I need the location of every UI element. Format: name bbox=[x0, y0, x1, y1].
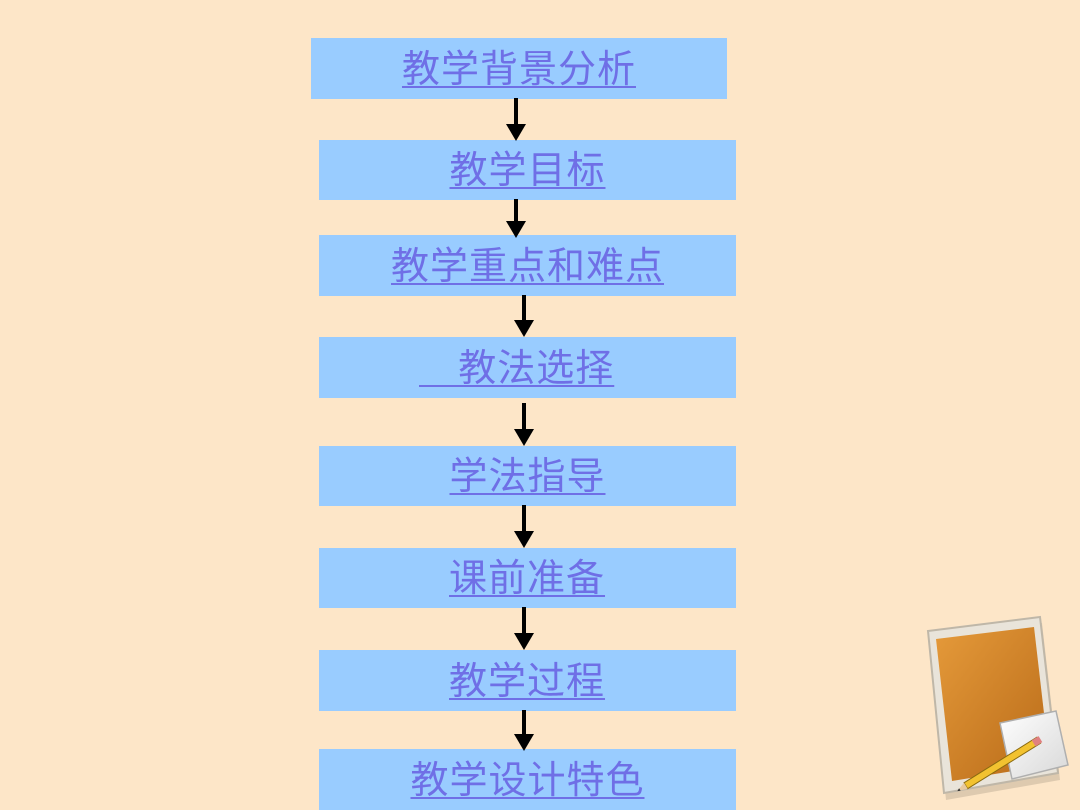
down-arrow-icon bbox=[514, 295, 534, 337]
step-box-5: 学法指导 bbox=[319, 446, 736, 506]
step-box-4: 教法选择 bbox=[319, 337, 736, 398]
down-arrow-icon bbox=[514, 710, 534, 751]
step-link-design-features[interactable]: 教学设计特色 bbox=[410, 757, 645, 802]
down-arrow-icon bbox=[514, 505, 534, 548]
notebook-with-pencil-icon bbox=[926, 615, 1069, 800]
step-link-teaching-methods[interactable]: 教法选择 bbox=[419, 345, 615, 390]
down-arrow-icon bbox=[506, 199, 526, 238]
step-box-2: 教学目标 bbox=[319, 140, 736, 200]
down-arrow-icon bbox=[506, 98, 526, 141]
step-box-8: 教学设计特色 bbox=[319, 749, 736, 810]
step-link-key-points-difficulties[interactable]: 教学重点和难点 bbox=[391, 243, 665, 288]
step-box-7: 教学过程 bbox=[319, 650, 736, 711]
step-link-teaching-objectives[interactable]: 教学目标 bbox=[449, 148, 606, 192]
step-box-3: 教学重点和难点 bbox=[319, 235, 736, 296]
down-arrow-icon bbox=[514, 403, 534, 446]
step-link-teaching-process[interactable]: 教学过程 bbox=[449, 658, 606, 703]
down-arrow-icon bbox=[514, 607, 534, 650]
step-link-study-guidance[interactable]: 学法指导 bbox=[449, 454, 606, 498]
step-box-6: 课前准备 bbox=[319, 548, 736, 608]
step-box-1: 教学背景分析 bbox=[311, 38, 727, 99]
step-link-class-preparation[interactable]: 课前准备 bbox=[449, 556, 606, 600]
step-link-background-analysis[interactable]: 教学背景分析 bbox=[401, 46, 636, 91]
